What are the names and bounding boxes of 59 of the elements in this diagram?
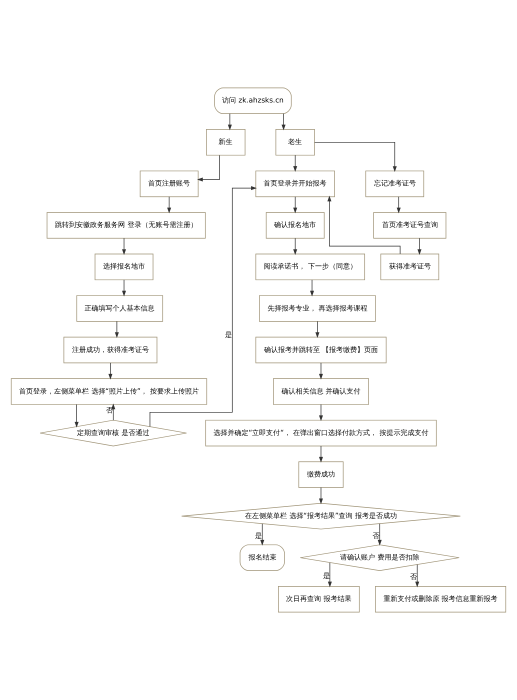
arrow	[396, 196, 401, 214]
node-box: 获得准考证号	[380, 254, 440, 280]
arrow	[150, 186, 257, 427]
node-box: 首页准考证号查询	[373, 212, 446, 239]
arrow	[108, 362, 112, 380]
edge-label: 否	[410, 572, 418, 582]
node-box: 确认相关信息 并确认支付	[273, 378, 369, 405]
node-box: 老生	[276, 129, 315, 156]
arrow	[310, 279, 314, 296]
edge-label: 是	[322, 571, 330, 580]
arrow	[328, 562, 332, 588]
node-box: 首页登录，左侧菜单栏 选择“照片上传”， 按要求上传照片	[10, 378, 208, 405]
arrow	[318, 487, 323, 504]
node-box: 阅读承诺书， 下一步（同意）	[255, 254, 366, 280]
arrow	[167, 196, 172, 214]
node-box: 缴费成功	[298, 461, 344, 488]
node-box: 注册成功，获得准考证号	[64, 336, 158, 364]
node-box: 新生	[206, 129, 246, 156]
node-box: 次日再查询 报考结果	[278, 586, 360, 612]
node-box: 首页注册账号	[140, 170, 199, 198]
arrow	[327, 196, 400, 254]
edge-label: 否	[106, 405, 114, 414]
node-box: 正确填写个人基本信息	[76, 295, 164, 322]
node-box: 确认报考并跳转至 【报考缴费】页面	[255, 336, 387, 364]
node-box: 报名结束	[240, 544, 285, 571]
node-diamond: 在左侧菜单栏 选择“报考结果”查询 报考是否成功	[181, 502, 461, 530]
arrow	[293, 196, 298, 214]
arrow	[318, 446, 323, 463]
node-box: 跳转到安徽政务服务网 登录（无账号需注册）	[46, 212, 206, 239]
arrow	[293, 238, 298, 255]
node-diamond: 请确认账户 费用是否扣除	[300, 544, 460, 571]
arrow	[282, 113, 286, 130]
node-box: 重新支付或删除原 报考信息重新报考	[375, 586, 506, 612]
arrow	[197, 154, 220, 182]
edge-label: 否	[372, 530, 380, 540]
arrow	[74, 404, 79, 428]
node-box: 确认报名地市	[266, 212, 325, 239]
node-box: 选择并确定“立即支付“， 在弹出窗口选择付款方式， 按提示完成支付	[205, 420, 437, 446]
arrow	[111, 404, 116, 421]
arrow	[314, 142, 397, 172]
arrow	[122, 238, 126, 255]
arrow	[315, 321, 320, 338]
node-box: 首页登录并开始报考	[255, 170, 335, 198]
edge-label: 是	[225, 330, 232, 339]
arrow	[260, 523, 264, 546]
arrow	[318, 404, 323, 422]
arrow	[378, 523, 382, 546]
node-box: 忘记准考证号	[365, 170, 424, 198]
arrow	[415, 564, 420, 588]
edge-label: 是	[255, 530, 262, 540]
arrow	[228, 113, 232, 130]
arrow	[114, 321, 119, 338]
node-box: 访问 zk.ahzsks.cn	[214, 88, 292, 114]
arrow	[293, 154, 298, 172]
node-box: 先择报考专业， 再选择报考课程	[259, 295, 376, 322]
node-box: 选择报名地市	[94, 254, 154, 280]
arrow	[417, 238, 422, 255]
arrow	[318, 362, 323, 380]
arrow	[122, 279, 126, 296]
